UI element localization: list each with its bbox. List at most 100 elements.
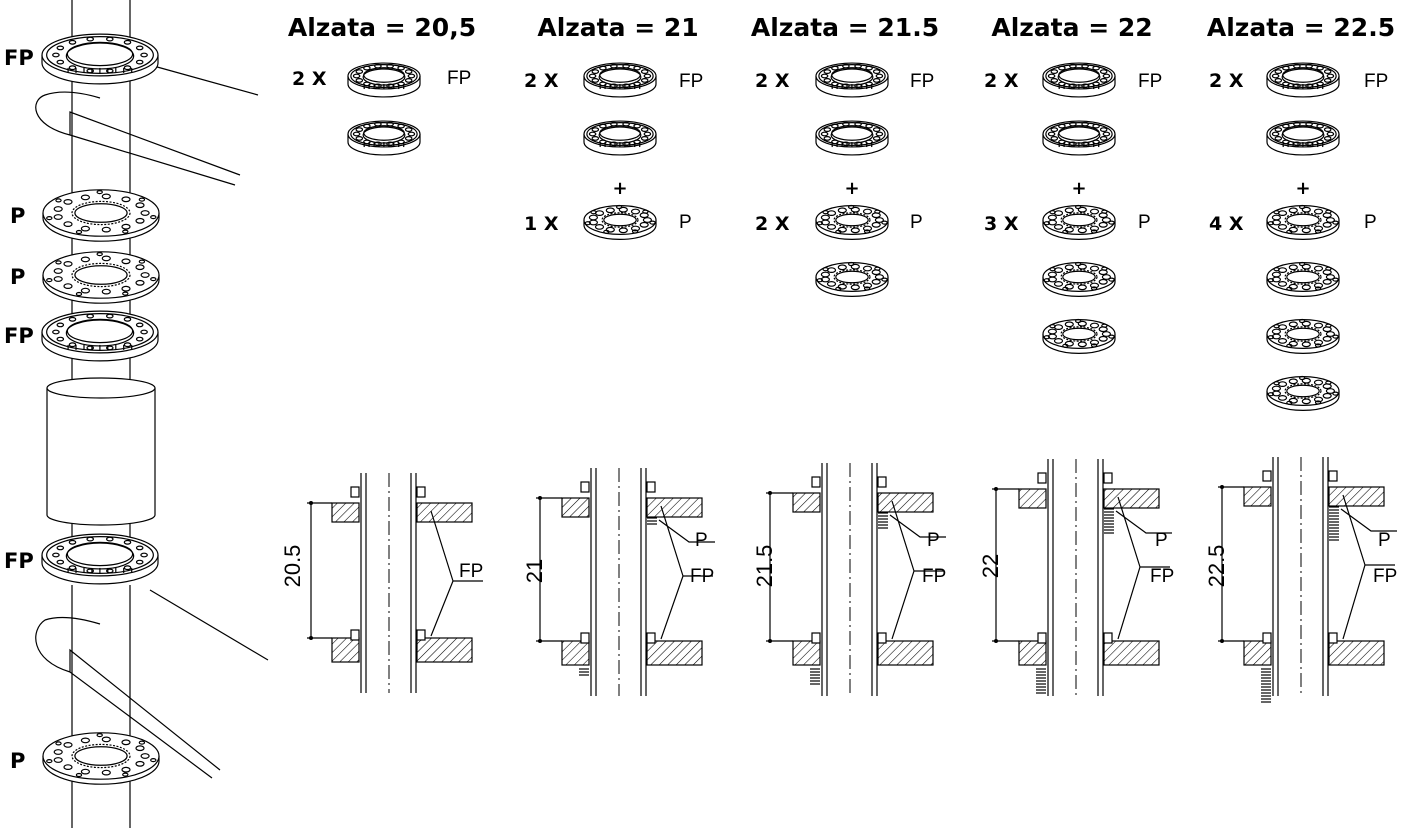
- p-washer-icon: [42, 732, 160, 785]
- column-title: Alzata = 21: [537, 13, 698, 42]
- dimension-dot: [1220, 639, 1224, 643]
- column-title: Alzata = 22.5: [1207, 13, 1395, 42]
- callout-leader-fp: [430, 510, 483, 637]
- side-label-p-3: P: [10, 749, 25, 773]
- stair-tread: [35, 64, 259, 186]
- callout-fp-label: FP: [922, 566, 946, 587]
- ring-lug: [416, 629, 426, 641]
- slab-right-lower: [646, 640, 703, 666]
- p-washer-icon: [1266, 261, 1340, 297]
- spacer-sleeve-top: [46, 377, 156, 399]
- ring-lug: [1328, 470, 1338, 482]
- callout-leader-p: [658, 519, 715, 543]
- callout-fp-label: FP: [459, 561, 483, 582]
- slab-left-upper: [561, 497, 590, 518]
- callout-p-label: P: [927, 530, 940, 551]
- dimension-dot: [1220, 485, 1224, 489]
- fp-ring-icon: [1266, 120, 1340, 156]
- callout-leader-fp: [891, 500, 944, 640]
- stair-tread: [35, 589, 269, 779]
- dimension-dot: [994, 639, 998, 643]
- section-view: [766, 463, 946, 696]
- plus-sign: +: [1295, 178, 1310, 199]
- fp-ring-icon: [41, 310, 159, 362]
- slab-right-upper: [416, 502, 473, 523]
- ring-lug: [1328, 632, 1338, 644]
- p-washer-icon: [815, 261, 889, 297]
- slab-left-upper: [331, 502, 360, 523]
- p-count-label: 4 X: [1209, 213, 1244, 235]
- fp-ring-icon: [583, 62, 657, 98]
- fp-tag-label: FP: [1364, 71, 1388, 92]
- section-view: [307, 473, 483, 693]
- dimension-dot: [538, 639, 542, 643]
- p-washer-icon: [583, 204, 657, 240]
- dimension-dot: [768, 491, 772, 495]
- callout-leader-p: [1340, 508, 1397, 532]
- dimension-label: 20.5: [280, 545, 305, 588]
- dimension-dot: [994, 487, 998, 491]
- p-washer-icon: [1266, 204, 1340, 240]
- side-label-fp-1: FP: [4, 46, 34, 70]
- dimension-label: 22.5: [1204, 545, 1229, 588]
- ring-lug: [350, 629, 360, 641]
- exploded-column-view: FP P P FP FP P: [4, 0, 269, 828]
- dimension-label: 22: [978, 554, 1003, 578]
- callout-leader-p: [1115, 510, 1172, 534]
- ring-lug: [646, 481, 656, 493]
- callout-fp-label: FP: [690, 566, 714, 587]
- fp-ring-icon: [347, 120, 421, 156]
- p-washer-icon: [815, 204, 889, 240]
- slab-left-upper: [792, 492, 821, 513]
- fp-count-label: 2 X: [984, 70, 1019, 92]
- slab-left-upper: [1018, 488, 1047, 509]
- dimension-dot: [309, 636, 313, 640]
- p-washer-icon: [1042, 261, 1116, 297]
- fp-ring-icon: [583, 120, 657, 156]
- side-label-fp-3: FP: [4, 549, 34, 573]
- fp-ring-icon: [1042, 120, 1116, 156]
- fp-count-label: 2 X: [292, 68, 327, 90]
- slab-left-lower: [1018, 640, 1047, 666]
- section-view: [1218, 457, 1397, 703]
- column-alzata-22-5: Alzata = 22.5 2 X FP + 4 X P 22.5 P FP: [1204, 13, 1397, 703]
- ring-lug: [1103, 472, 1113, 484]
- ring-lug: [580, 481, 590, 493]
- section-view: [992, 459, 1172, 696]
- fp-ring-icon: [815, 62, 889, 98]
- ring-lug: [811, 632, 821, 644]
- ring-lug: [350, 486, 360, 498]
- dimension-dot: [538, 496, 542, 500]
- ring-lug: [580, 632, 590, 644]
- fp-count-label: 2 X: [524, 70, 559, 92]
- plus-sign: +: [1071, 178, 1086, 199]
- ring-lug: [811, 476, 821, 488]
- slab-right-lower: [1328, 640, 1385, 666]
- p-washer-icon: [1042, 318, 1116, 354]
- p-count-label: 3 X: [984, 213, 1019, 235]
- side-label-p-2: P: [10, 265, 25, 289]
- callout-leader-fp: [660, 505, 713, 640]
- p-washer-icon: [1042, 204, 1116, 240]
- p-washer-icon: [42, 189, 160, 242]
- slab-right-lower: [1103, 640, 1160, 666]
- fp-ring-icon: [1042, 62, 1116, 98]
- fp-count-label: 2 X: [1209, 70, 1244, 92]
- fp-ring-icon: [347, 62, 421, 98]
- slab-right-upper: [1103, 488, 1160, 509]
- ring-lug: [416, 486, 426, 498]
- callout-fp-label: FP: [1373, 566, 1397, 587]
- ring-lug: [646, 632, 656, 644]
- spacer-sleeve: [46, 388, 156, 526]
- p-count-label: 1 X: [524, 213, 559, 235]
- slab-right-upper: [877, 492, 934, 513]
- slab-left-lower: [331, 637, 360, 663]
- callout-leader-fp: [1117, 496, 1170, 640]
- p-tag-label: P: [1364, 212, 1377, 233]
- dimension-dot: [309, 501, 313, 505]
- callout-p-label: P: [1378, 530, 1391, 551]
- column-title: Alzata = 21.5: [751, 13, 939, 42]
- slab-right-lower: [877, 640, 934, 666]
- slab-left-upper: [1243, 486, 1272, 507]
